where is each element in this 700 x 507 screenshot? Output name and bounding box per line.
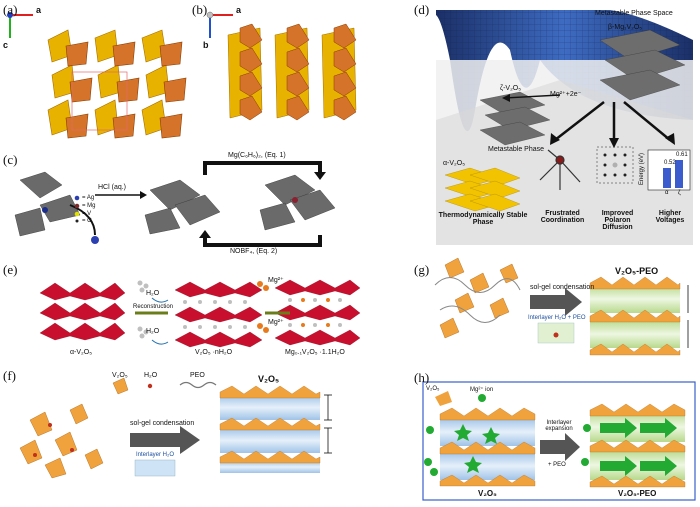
legend-o: = O bbox=[82, 218, 92, 224]
energy-bar-alpha bbox=[663, 168, 671, 188]
legend-mg: = Mg bbox=[82, 203, 96, 209]
e-mg-bottom: Mg²⁺ bbox=[268, 319, 284, 326]
axis-c-label: c bbox=[3, 40, 9, 50]
f-legend-v2o5: V₂O₅ bbox=[112, 372, 128, 379]
panel-a-structure bbox=[7, 12, 187, 139]
panel-f-label: (f) bbox=[3, 368, 16, 383]
bar-label-zeta: ζ bbox=[678, 190, 681, 196]
h-legend-v2o5: V₂O₅ bbox=[426, 386, 440, 392]
axis-a-label-b: a bbox=[236, 5, 242, 15]
eq2-label: NOBF₄, (Eq. 2) bbox=[230, 248, 278, 255]
panel-c-scheme bbox=[14, 161, 336, 247]
f-interlayer-label: Interlayer H₂O bbox=[136, 452, 175, 458]
higher-voltage-label: Higher Voltages bbox=[655, 210, 685, 224]
panel-h-label: (h) bbox=[414, 370, 430, 385]
panel-d-label: (d) bbox=[414, 2, 430, 17]
h-peo-label: + PEO bbox=[548, 462, 566, 468]
g-result-label: V₂O₅-PEO bbox=[615, 266, 659, 276]
e-h2o-top: H₂O bbox=[146, 290, 160, 297]
panel-e-scheme bbox=[39, 279, 361, 348]
bar-value-zeta: 0.61 bbox=[676, 152, 688, 158]
panel-e-label: (e) bbox=[3, 262, 18, 277]
legend-ag: = Ag bbox=[82, 195, 95, 201]
h-right-label: V₂O₅-PEO bbox=[618, 489, 657, 498]
polaron-label: Improved Polaron Diffusion bbox=[601, 210, 634, 231]
eq1-label: Mg(C₆H₆)₂, (Eq. 1) bbox=[228, 152, 286, 159]
g-interlayer-label: Interlayer H₂O + PEO bbox=[528, 315, 586, 321]
e-caption-hydrate: V₂O₅ ·nH₂O bbox=[195, 349, 233, 356]
acid-label: HCl (aq.) bbox=[98, 184, 127, 191]
f-result-label: V₂O₅ bbox=[258, 374, 280, 384]
reconstruction-label: Reconstruction bbox=[133, 304, 174, 310]
energy-bar-chart bbox=[663, 160, 683, 188]
h-left-label: V₂O₅ bbox=[478, 489, 497, 498]
axis-a-label: a bbox=[36, 5, 42, 15]
beta-phase-label: β-Mg₁V₂O₅ bbox=[608, 24, 643, 31]
panel-g-scheme bbox=[434, 257, 689, 356]
panel-b-structure bbox=[206, 11, 357, 121]
f-legend-h2o: H₂O bbox=[144, 372, 158, 379]
stable-phase-label: Thermodynamically Stable Phase bbox=[438, 212, 528, 226]
bar-value-alpha: 0.52 bbox=[664, 160, 676, 166]
e-mg-top: Mg²⁺ bbox=[268, 277, 284, 284]
panel-g-label: (g) bbox=[414, 262, 430, 277]
e-h2o-bottom: H₂O bbox=[146, 328, 160, 335]
alpha-phase-label: α-V₂O₅ bbox=[443, 160, 466, 167]
metastable-space-label: Metastable Phase Space bbox=[595, 10, 673, 17]
e-caption-mg: Mg₀.₁V₂O₅ ·1.1H₂O bbox=[285, 349, 345, 356]
f-layers bbox=[219, 385, 332, 473]
h-legend-mg: Mg²⁺ ion bbox=[470, 387, 494, 393]
energy-axis-label: Energy (eV) bbox=[639, 152, 645, 185]
bar-label-alpha: α bbox=[665, 190, 669, 196]
axis-b-label: b bbox=[203, 40, 209, 50]
h-expansion-label: Interlayer expansion bbox=[545, 420, 573, 432]
metastable-phase-label: Metastable Phase bbox=[488, 146, 545, 153]
panel-h-scheme bbox=[422, 381, 696, 501]
energy-bar-zeta bbox=[675, 160, 683, 188]
panel-b-label: (b) bbox=[192, 2, 208, 17]
frustrated-label: Frustrated Coordination bbox=[540, 210, 585, 224]
g-process-label: sol-gel condensation bbox=[530, 284, 595, 291]
panel-a-label: (a) bbox=[3, 2, 18, 17]
f-legend-peo: PEO bbox=[190, 372, 205, 379]
panel-c-label: (c) bbox=[3, 152, 18, 167]
panel-d-landscape bbox=[436, 10, 693, 245]
legend-v: = V bbox=[82, 211, 92, 217]
mg-insertion-label: Mg²⁺+2e⁻ bbox=[550, 91, 582, 98]
f-process-label: sol-gel condensation bbox=[130, 420, 195, 427]
e-caption-alpha: α-V₂O₅ bbox=[70, 349, 93, 356]
zeta-phase-label: ζ-V₂O₅ bbox=[500, 85, 522, 92]
panel-f-scheme bbox=[19, 377, 332, 479]
